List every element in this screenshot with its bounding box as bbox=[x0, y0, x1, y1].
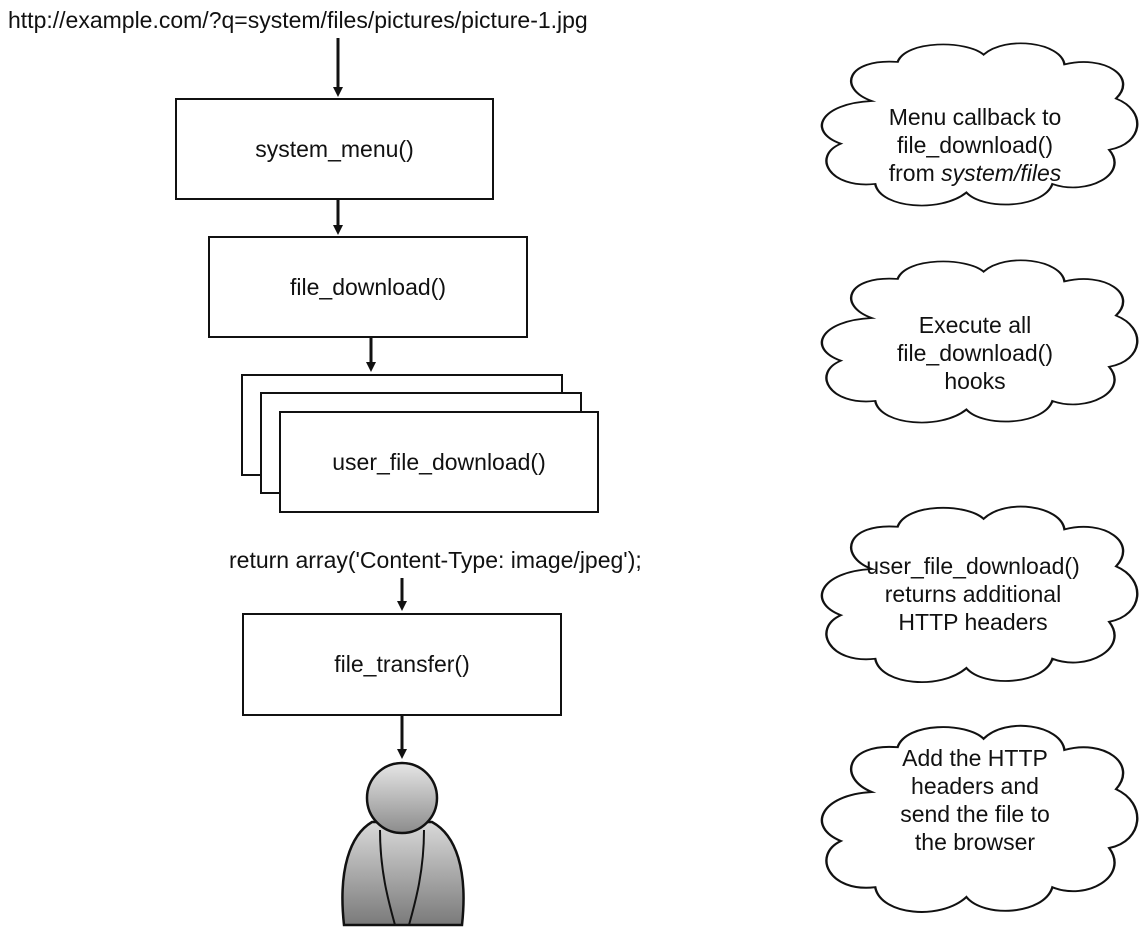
return-statement: return array('Content-Type: image/jpeg')… bbox=[229, 547, 642, 573]
cloud-4-line-4: the browser bbox=[914, 829, 1036, 856]
cloud-1-line-3-italic: system/files bbox=[941, 160, 1062, 187]
cloud-1-line-1: Menu callback to bbox=[888, 104, 1062, 130]
file-transfer-box bbox=[242, 613, 562, 716]
cloud-4-line-3: send the file to bbox=[900, 801, 1050, 828]
cloud-2-text: Execute all file_download() hooks bbox=[840, 311, 1110, 395]
cloud-1-line-3: from system/files bbox=[840, 159, 1110, 187]
system-menu-box bbox=[175, 98, 494, 200]
user-icon bbox=[341, 761, 465, 927]
cloud-1-line-3-prefix: from bbox=[888, 160, 942, 187]
file-transfer-label: file_transfer() bbox=[334, 651, 470, 678]
cloud-1-line-2: file_download() bbox=[897, 132, 1053, 159]
file-download-box bbox=[208, 236, 528, 338]
cloud-3-line-2: returns additional bbox=[884, 581, 1062, 608]
cloud-4-text: Add the HTTP headers and send the file t… bbox=[840, 744, 1110, 856]
user-file-download-label: user_file_download() bbox=[332, 448, 546, 475]
cloud-3-line-3: HTTP headers bbox=[898, 609, 1048, 636]
cloud-2-line-2: file_download() bbox=[897, 340, 1053, 367]
cloud-1-text: Menu callback to file_download() from sy… bbox=[840, 103, 1110, 187]
cloud-4-line-2: headers and bbox=[911, 773, 1039, 800]
user-file-download-box bbox=[279, 411, 599, 513]
request-url: http://example.com/?q=system/files/pictu… bbox=[8, 7, 588, 33]
cloud-3-text: user_file_download() returns additional … bbox=[838, 552, 1108, 636]
file-download-label: file_download() bbox=[290, 273, 446, 300]
cloud-2-line-1: Execute all bbox=[918, 312, 1032, 338]
cloud-2-line-3: hooks bbox=[944, 368, 1006, 395]
system-menu-label: system_menu() bbox=[255, 135, 414, 162]
cloud-3-line-1: user_file_download() bbox=[866, 553, 1080, 579]
cloud-4-line-1: Add the HTTP bbox=[902, 745, 1048, 771]
